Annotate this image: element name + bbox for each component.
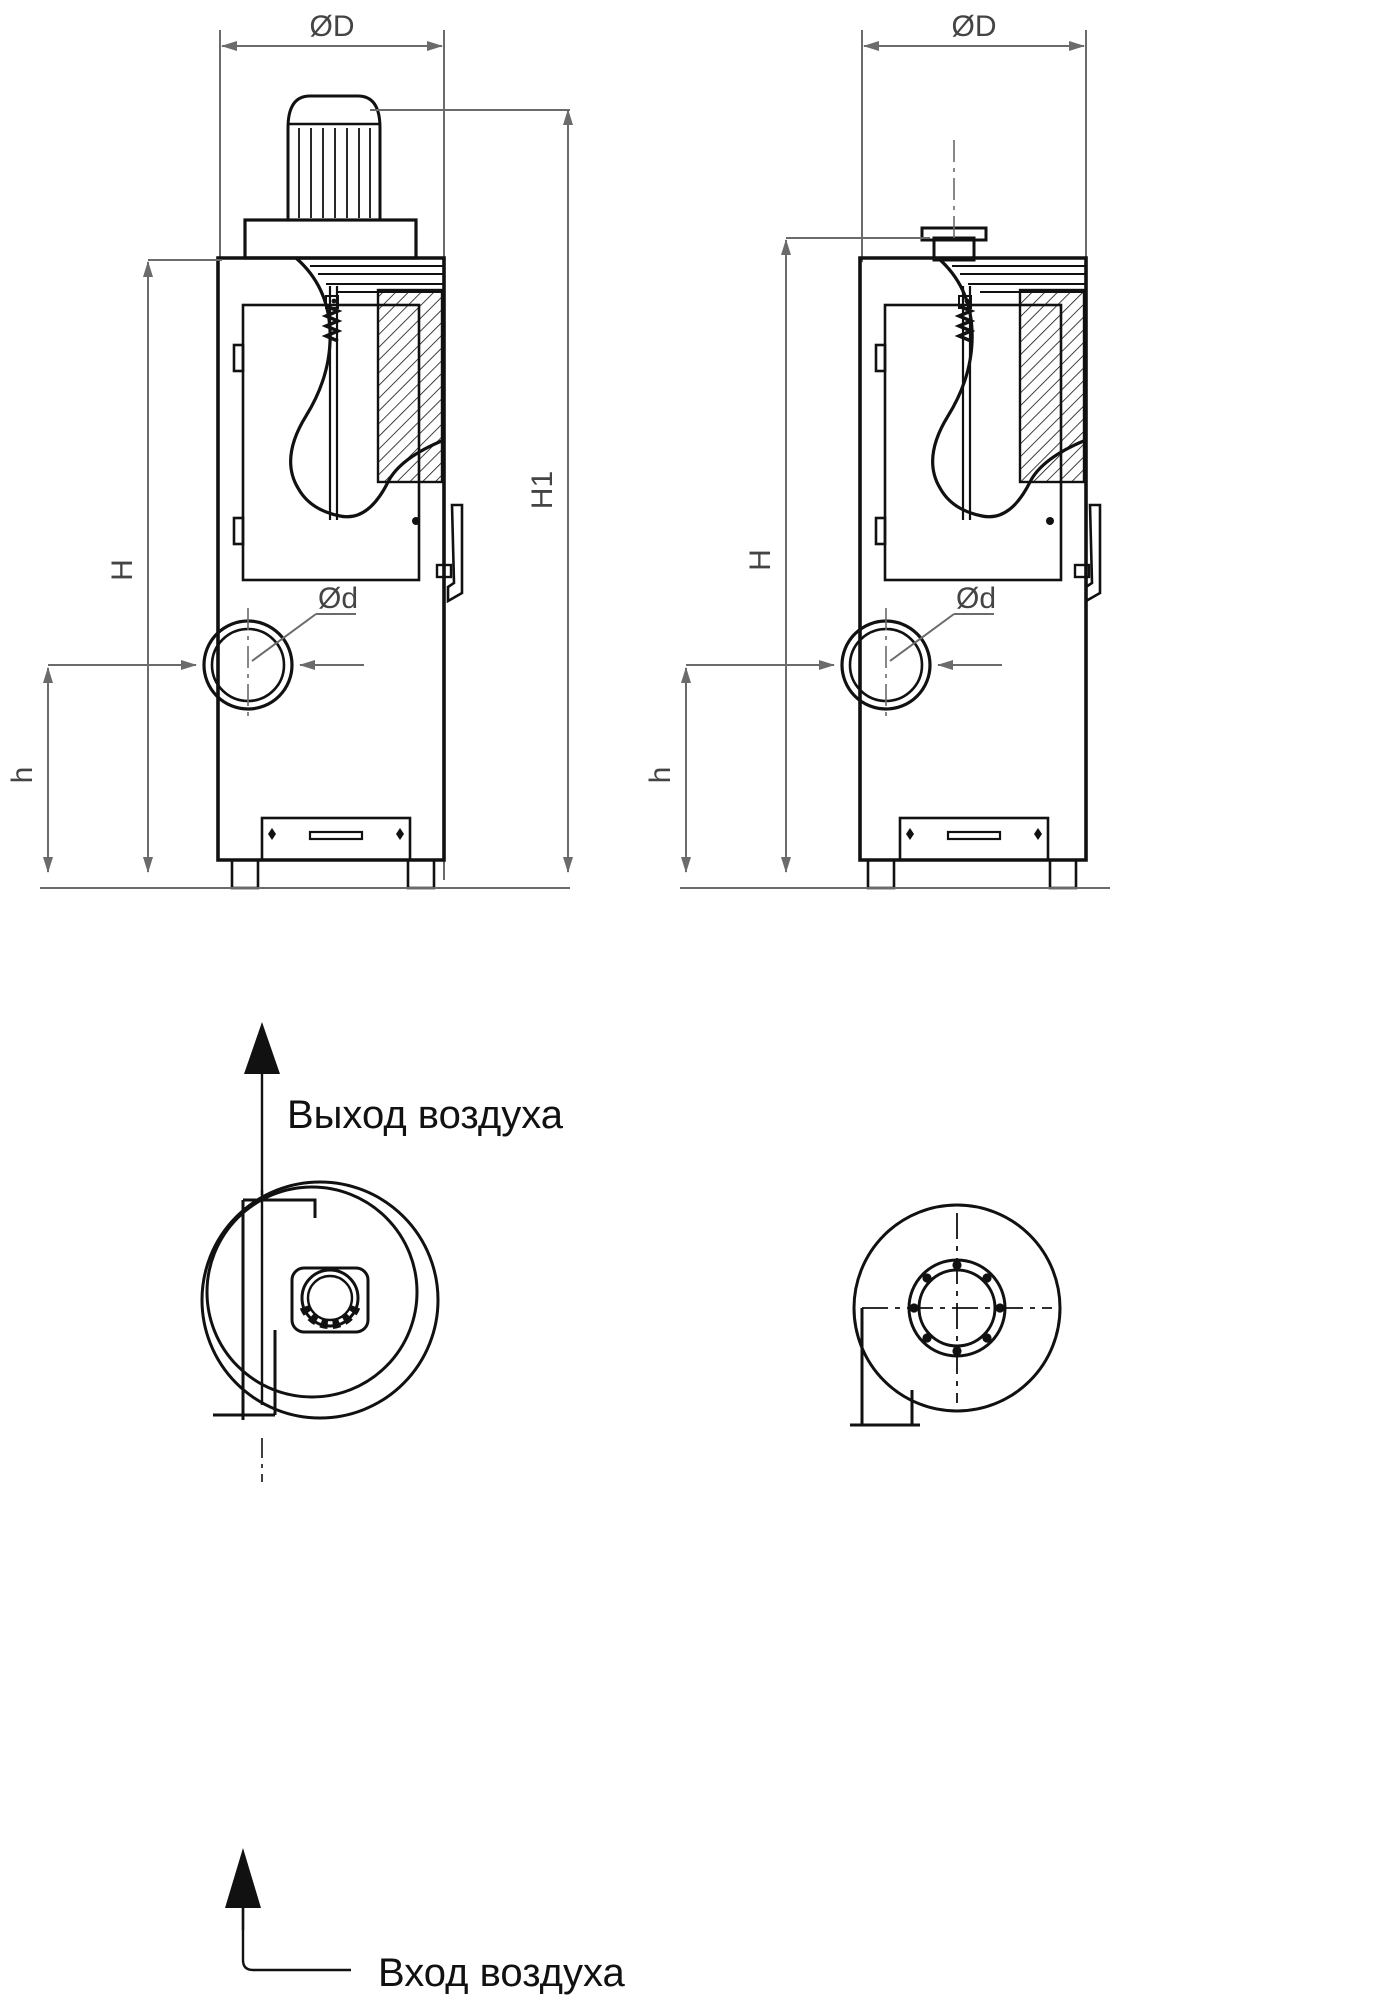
ash-pan-front [260, 816, 412, 862]
od-small-leader-front [251, 613, 356, 662]
small-h-label-front: h [6, 767, 39, 784]
air-inlet-label: Вход воздуха [378, 1951, 626, 1995]
flue-port-front [202, 608, 294, 722]
front-elevation-view: ØD [6, 10, 573, 890]
flue-port-side [840, 608, 932, 722]
od-small-label-side: Ød [956, 582, 996, 615]
damper-rod-front [321, 286, 343, 520]
h1-label-front: H1 [526, 471, 559, 509]
side-elevation-view: ØD [644, 10, 1110, 890]
flange-support-leg [850, 1308, 920, 1427]
firebox-door-side [874, 303, 1063, 582]
od-small-leader-side [889, 613, 994, 662]
air-outlet-label: Выход воздуха [287, 1093, 564, 1137]
blower-scroll-housing [200, 1180, 440, 1482]
door-handle-side [1073, 503, 1102, 604]
od-label-side: ØD [952, 10, 997, 43]
ash-pan-side [898, 816, 1050, 862]
refractory-hatch-front [376, 288, 444, 484]
od-small-label-front: Ød [318, 582, 358, 615]
air-outlet-arrow [244, 1022, 280, 1405]
od-extension-lines-side [861, 30, 1087, 262]
small-h-label-side: h [644, 767, 677, 784]
od-label-front: ØD [310, 10, 355, 43]
flange-plan-view [850, 1203, 1062, 1427]
h-dimension-side [781, 237, 930, 873]
flange-outer-circle [852, 1203, 1062, 1413]
h-label-front: H [106, 559, 139, 581]
legs-side [680, 858, 1110, 890]
h-dimension-front [143, 259, 222, 873]
h-label-side: H [744, 549, 777, 571]
door-handle-front [435, 503, 464, 604]
damper-rod-side [954, 286, 976, 520]
h1-dimension-front [370, 109, 573, 873]
blower-plan-view: Выход воздуха Вход воздуха [200, 1022, 626, 1995]
flue-stub-side [920, 140, 988, 262]
refractory-hatch-side [1018, 288, 1086, 484]
flange-centerlines [862, 1213, 1052, 1403]
air-inlet-arrow [225, 1848, 351, 1972]
legs-front [40, 858, 570, 890]
